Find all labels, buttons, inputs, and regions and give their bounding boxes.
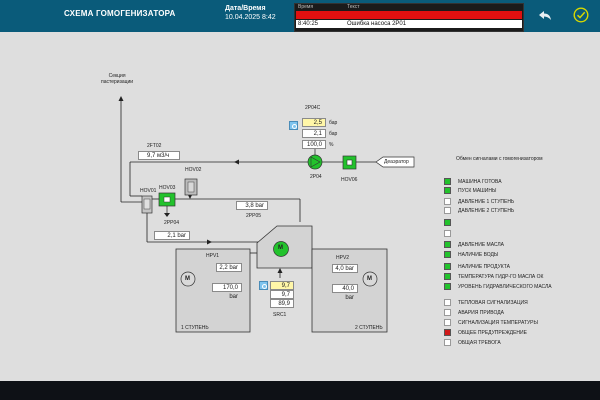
signal-label: ТЕПЛОВАЯ СИГНАЛИЗАЦИЯ: [458, 300, 528, 306]
page-title: СХЕМА ГОМОГЕНИЗАТОРА: [64, 9, 176, 18]
valve-hov06-tag: HOV06: [341, 177, 358, 183]
signal-indicator: [444, 198, 451, 205]
signal-indicator: [444, 283, 451, 290]
header-bar: СХЕМА ГОМОГЕНИЗАТОРА Дата/Время 10.04.20…: [0, 0, 600, 32]
signal-indicator: [444, 251, 451, 258]
back-arrow-icon: [539, 11, 551, 20]
signal-label: СИГНАЛИЗАЦИЯ ТЕМПЕРАТУРЫ: [458, 320, 538, 326]
motor-main-label: M: [278, 245, 283, 251]
signal-indicator: [444, 299, 451, 306]
hpv2-pressure-high: 40,0 bar: [332, 284, 358, 301]
main-actual-2: 89,9: [270, 299, 294, 308]
back-button[interactable]: [537, 8, 553, 24]
signal-label: НАЛИЧИЕ ВОДЫ: [458, 252, 499, 258]
flow-value: 9,7 м3/ч: [138, 151, 180, 160]
controller-src1-tag: SRC1: [273, 312, 287, 318]
pressure-2pp05-value: 3,8 bar: [236, 201, 268, 210]
controller-tag: 2P04C: [305, 105, 321, 111]
signal-label: ПУСК МАШИНЫ: [458, 188, 497, 194]
signal-label: НАЛИЧИЕ ПРОДУКТА: [458, 264, 510, 270]
hpv1-pressure-high: 170,0 bar: [212, 283, 242, 300]
pressure-2pp04-value: 2,1 bar: [154, 231, 190, 240]
pump-output-percent: 100,0: [302, 140, 326, 149]
hpv1-pressure-low: 2,2 bar: [216, 263, 242, 272]
deaerator-label: Деаэратор: [384, 159, 409, 165]
alarm-col-time: Время: [298, 4, 314, 10]
signal-indicator: [444, 187, 451, 194]
pressure-2pp05-tag: 2PP05: [246, 213, 262, 219]
alarm-row-active[interactable]: [296, 11, 522, 19]
signal-label: ОБЩАЯ ТРЕВОГА: [458, 340, 501, 346]
pump-tag: 2P04: [310, 174, 322, 180]
main-setpoint[interactable]: 9,7: [270, 281, 294, 290]
signal-indicator: [444, 309, 451, 316]
signal-indicator: [444, 219, 451, 226]
alarm-time: 8:40:25: [298, 21, 319, 27]
signal-label: АВАРИЯ ПРИВОДА: [458, 310, 504, 316]
settings-icon[interactable]: [289, 121, 298, 130]
signal-indicator: [444, 339, 451, 346]
valve-hov03-tag: HOV03: [159, 185, 176, 191]
signal-label: УРОВЕНЬ ГИДРАВЛИЧЕСКОГО МАСЛА: [458, 284, 552, 290]
datetime-label: Дата/Время: [225, 5, 266, 12]
section-pasteurization-label: Секция пастеризации: [101, 73, 134, 85]
alarm-text: Ошибка насоса 2P01: [347, 21, 407, 27]
datetime-value: 10.04.2025 8:42: [225, 14, 276, 21]
hpv2-pressure-low: 4,0 bar: [332, 264, 358, 273]
signal-indicator: [444, 319, 451, 326]
alarm-row[interactable]: 8:40:25 Ошибка насоса 2P01: [296, 20, 522, 28]
signal-indicator: [444, 263, 451, 270]
setpoint-pressure-1[interactable]: 2,5: [302, 118, 326, 127]
signal-indicator: [444, 329, 451, 336]
alarm-panel[interactable]: Время Текст 8:40:25 Ошибка насоса 2P01: [294, 3, 524, 32]
signal-label: ОБЩЕЕ ПРЕДУПРЕЖДЕНИЕ: [458, 330, 527, 336]
alarm-col-text: Текст: [347, 4, 360, 10]
confirm-button[interactable]: [573, 7, 589, 23]
hpv2-tag: HPV2: [336, 255, 350, 261]
flow-meter-tag: 2FT02: [147, 143, 162, 149]
motor-stage2-label: M: [367, 276, 372, 282]
valve-hov01-tag: HOV01: [140, 188, 157, 194]
pressure-2pp04-tag: 2PP04: [164, 220, 180, 226]
check-circle-icon: [573, 7, 589, 23]
stage1-label: 1 СТУПЕНЬ: [181, 325, 209, 331]
motor-stage1-label: M: [185, 276, 190, 282]
signal-label: ДАВЛЕНИЕ 1 СТУПЕНЬ: [458, 199, 515, 205]
signal-indicator: [444, 241, 451, 248]
signal-indicator: [444, 273, 451, 280]
hpv1-tag: HPV1: [206, 253, 220, 259]
signal-label: ТЕМПЕРАТУРА ГИДР-ГО МАСЛА ОК: [458, 274, 544, 280]
signals-title: Обмен сигналами с гомогенизатором: [456, 156, 543, 162]
settings-icon[interactable]: [259, 281, 268, 290]
footer-bar: [0, 381, 600, 400]
signal-label: МАШИНА ГОТОВА: [458, 179, 502, 185]
actual-pressure: 2,1: [302, 129, 326, 138]
signal-indicator: [444, 230, 451, 237]
signal-indicator: [444, 207, 451, 214]
main-actual-1: 9,7: [270, 290, 294, 299]
signal-label: ДАВЛЕНИЕ 2 СТУПЕНЬ: [458, 208, 515, 214]
signal-indicator: [444, 178, 451, 185]
signal-label: ДАВЛЕНИЕ МАСЛА: [458, 242, 504, 248]
stage2-label: 2 СТУПЕНЬ: [355, 325, 383, 331]
valve-hov02-tag: HOV02: [185, 167, 202, 173]
